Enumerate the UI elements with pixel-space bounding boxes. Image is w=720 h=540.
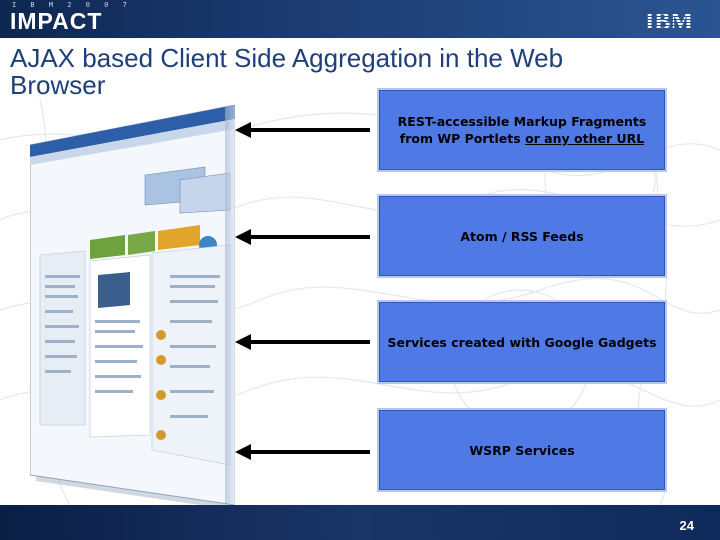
title-line-1: AJAX based Client Side Aggregation in th… — [10, 43, 564, 73]
browser-screenshot — [30, 105, 235, 505]
arrow-left-icon — [235, 334, 370, 350]
header-bar: I B M 2 0 0 7 IMPACT IBM — [0, 0, 720, 38]
svg-text:IBM: IBM — [645, 9, 693, 32]
event-year: I B M 2 0 0 7 — [12, 1, 132, 9]
arrow-left-icon — [235, 122, 370, 138]
arrow-left-icon — [235, 229, 370, 245]
box-wsrp-label: WSRP Services — [469, 442, 575, 458]
box-gadgets-label: Services created with Google Gadgets — [387, 334, 657, 350]
footer-bar: 24 — [0, 505, 720, 540]
box-atom-label: Atom / RSS Feeds — [460, 228, 584, 244]
box-atom-rss: Atom / RSS Feeds — [377, 194, 667, 278]
page-title: AJAX based Client Side Aggregation in th… — [10, 45, 630, 99]
box-rest-fragments: REST-accessible Markup Fragments from WP… — [377, 88, 667, 172]
event-logo: I B M 2 0 0 7 IMPACT — [10, 1, 132, 33]
title-line-2: Browser — [10, 70, 106, 100]
ibm-logo: IBM — [640, 8, 698, 36]
event-name: IMPACT — [10, 8, 103, 34]
box-rest-label: REST-accessible Markup Fragments from WP… — [397, 114, 647, 146]
box-google-gadgets: Services created with Google Gadgets — [377, 300, 667, 384]
box-wsrp: WSRP Services — [377, 408, 667, 492]
page-number: 24 — [679, 518, 694, 533]
arrow-left-icon — [235, 444, 370, 460]
